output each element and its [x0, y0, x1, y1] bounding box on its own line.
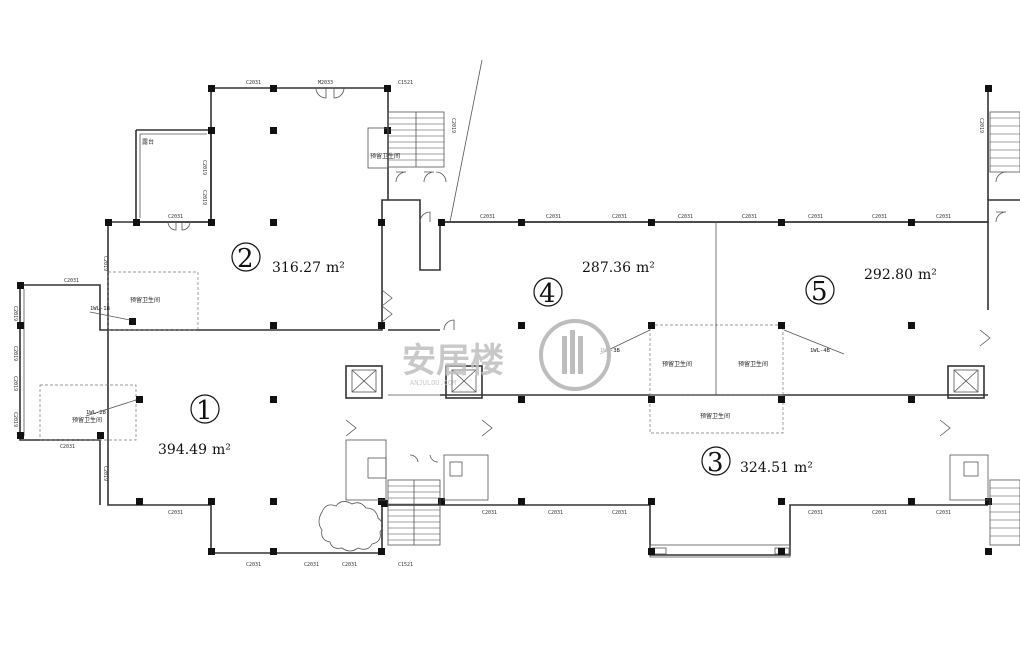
- unit-5: 5 292.80 m²: [805, 267, 937, 307]
- unit-measure: m²: [212, 442, 231, 458]
- svg-text:C2019: C2019: [978, 118, 984, 133]
- elevator-center: [445, 365, 483, 399]
- unit-measure: m²: [794, 460, 813, 476]
- svg-text:C2031: C2031: [548, 510, 563, 516]
- svg-text:C2019: C2019: [102, 466, 108, 481]
- svg-text:C2031: C2031: [60, 444, 75, 450]
- svg-text:C2031: C2031: [304, 562, 319, 568]
- unit-measure: m²: [326, 260, 345, 276]
- svg-text:C2031: C2031: [612, 510, 627, 516]
- doors: [167, 87, 1007, 463]
- revision-cloud: [318, 501, 383, 552]
- washroom-label: 预留卫生间: [662, 360, 692, 368]
- unit-1: 1 394.49 m²: [158, 394, 231, 458]
- svg-text:C2031: C2031: [64, 278, 79, 284]
- washroom-label: 预留卫生间: [738, 360, 768, 368]
- svg-text:C2031: C2031: [872, 214, 887, 220]
- svg-text:C2019: C2019: [102, 256, 108, 271]
- svg-text:C2031: C2031: [342, 562, 357, 568]
- watermark: 安居楼 ANJULOU.COM: [402, 319, 611, 391]
- washroom-label: 预留卫生间: [130, 296, 160, 304]
- svg-text:1WL-1B: 1WL-1B: [90, 306, 111, 312]
- washroom-zones: [39, 271, 784, 441]
- svg-text:1WL-4B: 1WL-4B: [810, 348, 831, 354]
- svg-text:C2031: C2031: [936, 214, 951, 220]
- svg-text:C2019: C2019: [201, 190, 207, 205]
- svg-text:C1521: C1521: [398, 562, 413, 568]
- svg-text:C2031: C2031: [678, 214, 693, 220]
- svg-text:C2031: C2031: [168, 214, 183, 220]
- svg-text:C2019: C2019: [12, 412, 18, 427]
- svg-text:M2033: M2033: [318, 80, 333, 86]
- unit-number: 2: [237, 244, 254, 274]
- unit-measure: m²: [918, 267, 937, 283]
- unit-2: 2 316.27 m²: [231, 242, 345, 276]
- svg-text:C2019: C2019: [12, 346, 18, 361]
- unit-3: 3 324.51 m²: [701, 446, 813, 478]
- svg-text:C2019: C2019: [450, 118, 456, 133]
- svg-text:C2031: C2031: [612, 214, 627, 220]
- svg-text:C2031: C2031: [936, 510, 951, 516]
- svg-text:C2031: C2031: [808, 214, 823, 220]
- unit-number: 1: [196, 396, 213, 426]
- stair-east-north: [989, 111, 1020, 173]
- unit-area: 394.49: [158, 442, 207, 458]
- svg-text:C2031: C2031: [246, 562, 261, 568]
- svg-text:C2031: C2031: [742, 214, 757, 220]
- watermark-brand: 安居楼: [402, 341, 504, 381]
- washroom-label: 预留卫生间: [370, 152, 400, 160]
- washroom-label: 预留卫生间: [700, 412, 730, 420]
- unit-measure: m²: [636, 260, 655, 276]
- washroom-label: 预留卫生间: [72, 416, 102, 424]
- svg-text:C2031: C2031: [168, 510, 183, 516]
- svg-text:C2031: C2031: [246, 80, 261, 86]
- elevator-east: [947, 365, 985, 399]
- stair-north: [387, 111, 445, 168]
- exterior-walls: [19, 59, 1020, 558]
- unit-area: 324.51: [740, 460, 789, 476]
- svg-text:C2019: C2019: [12, 376, 18, 391]
- unit-number: 4: [539, 279, 556, 309]
- opening-labels: C2031 M2033 C1521 C2031 C2031 C2031 C203…: [12, 80, 984, 568]
- room-labels: 露台 预留卫生间 预留卫生间 预留卫生间 预留卫生间 预留卫生间 预留卫生间: [72, 138, 768, 424]
- stair-south: [387, 479, 441, 546]
- terrace-label: 露台: [142, 138, 154, 146]
- svg-text:C2019: C2019: [12, 306, 18, 321]
- service-rooms: [345, 127, 989, 501]
- unit-4: 4 287.36 m²: [533, 260, 655, 309]
- unit-area: 287.36: [582, 260, 631, 276]
- elevator-west: [345, 365, 383, 399]
- svg-text:C2031: C2031: [546, 214, 561, 220]
- svg-text:C2031: C2031: [480, 214, 495, 220]
- stair-east-south: [989, 479, 1020, 546]
- unit-area: 316.27: [272, 260, 321, 276]
- svg-text:C2031: C2031: [808, 510, 823, 516]
- unit-number: 3: [707, 448, 724, 478]
- svg-text:C2031: C2031: [872, 510, 887, 516]
- svg-text:C2019: C2019: [201, 160, 207, 175]
- unit-area: 292.80: [864, 267, 913, 283]
- svg-text:C1521: C1521: [398, 80, 413, 86]
- svg-text:C2031: C2031: [482, 510, 497, 516]
- watermark-url: ANJULOU.COM: [410, 379, 456, 387]
- columns: [17, 85, 992, 555]
- unit-number: 5: [811, 277, 828, 307]
